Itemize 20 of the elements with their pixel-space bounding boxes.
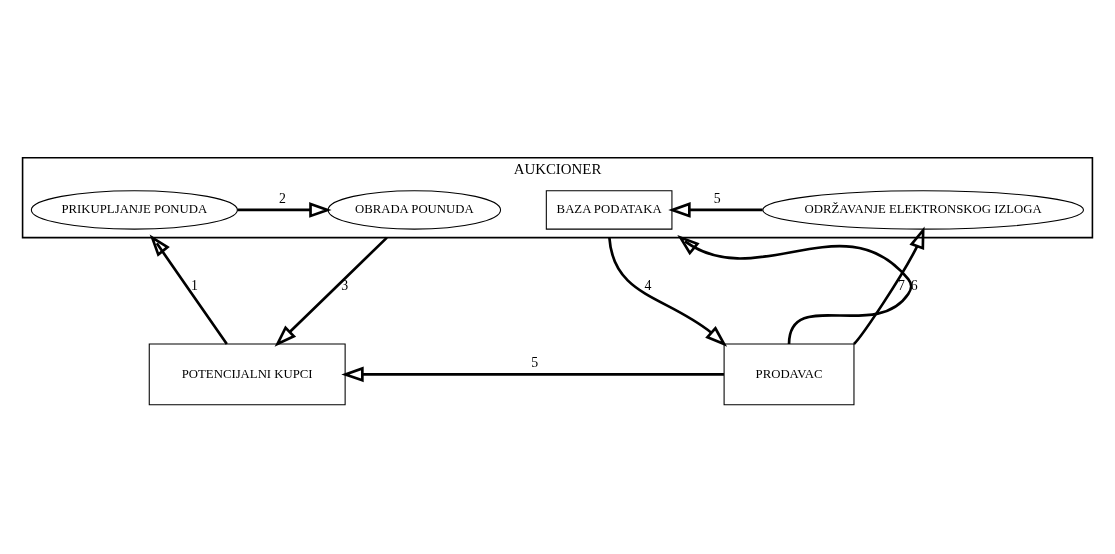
arrow bbox=[237, 202, 332, 218]
edge-label: 2 bbox=[279, 190, 286, 206]
arrow bbox=[608, 237, 728, 347]
node-box: PRODAVAC bbox=[723, 343, 855, 406]
arrow bbox=[341, 366, 724, 383]
node-box: POTENCIJALNI KUPCI bbox=[148, 343, 346, 406]
edge-label: 5 bbox=[713, 190, 721, 206]
arrow bbox=[852, 226, 925, 345]
edge-label: 5 bbox=[531, 355, 539, 371]
arrow bbox=[677, 235, 913, 345]
node-box: BAZA PODATAKA bbox=[545, 190, 673, 230]
arrow bbox=[668, 202, 763, 218]
node-ellipse: PRIKUPLJANJE PONUDA bbox=[30, 190, 238, 230]
edge-label: 4 bbox=[644, 278, 652, 294]
edge-label: 7 bbox=[897, 278, 905, 294]
node-ellipse: OBRADA POUNUDA bbox=[327, 190, 502, 230]
arrow bbox=[274, 236, 388, 347]
arrow bbox=[149, 234, 228, 345]
edge-label: 1 bbox=[191, 278, 198, 294]
node-ellipse: ODRŽAVANJE ELEKTRONSKOG IZLOGA bbox=[762, 190, 1085, 230]
